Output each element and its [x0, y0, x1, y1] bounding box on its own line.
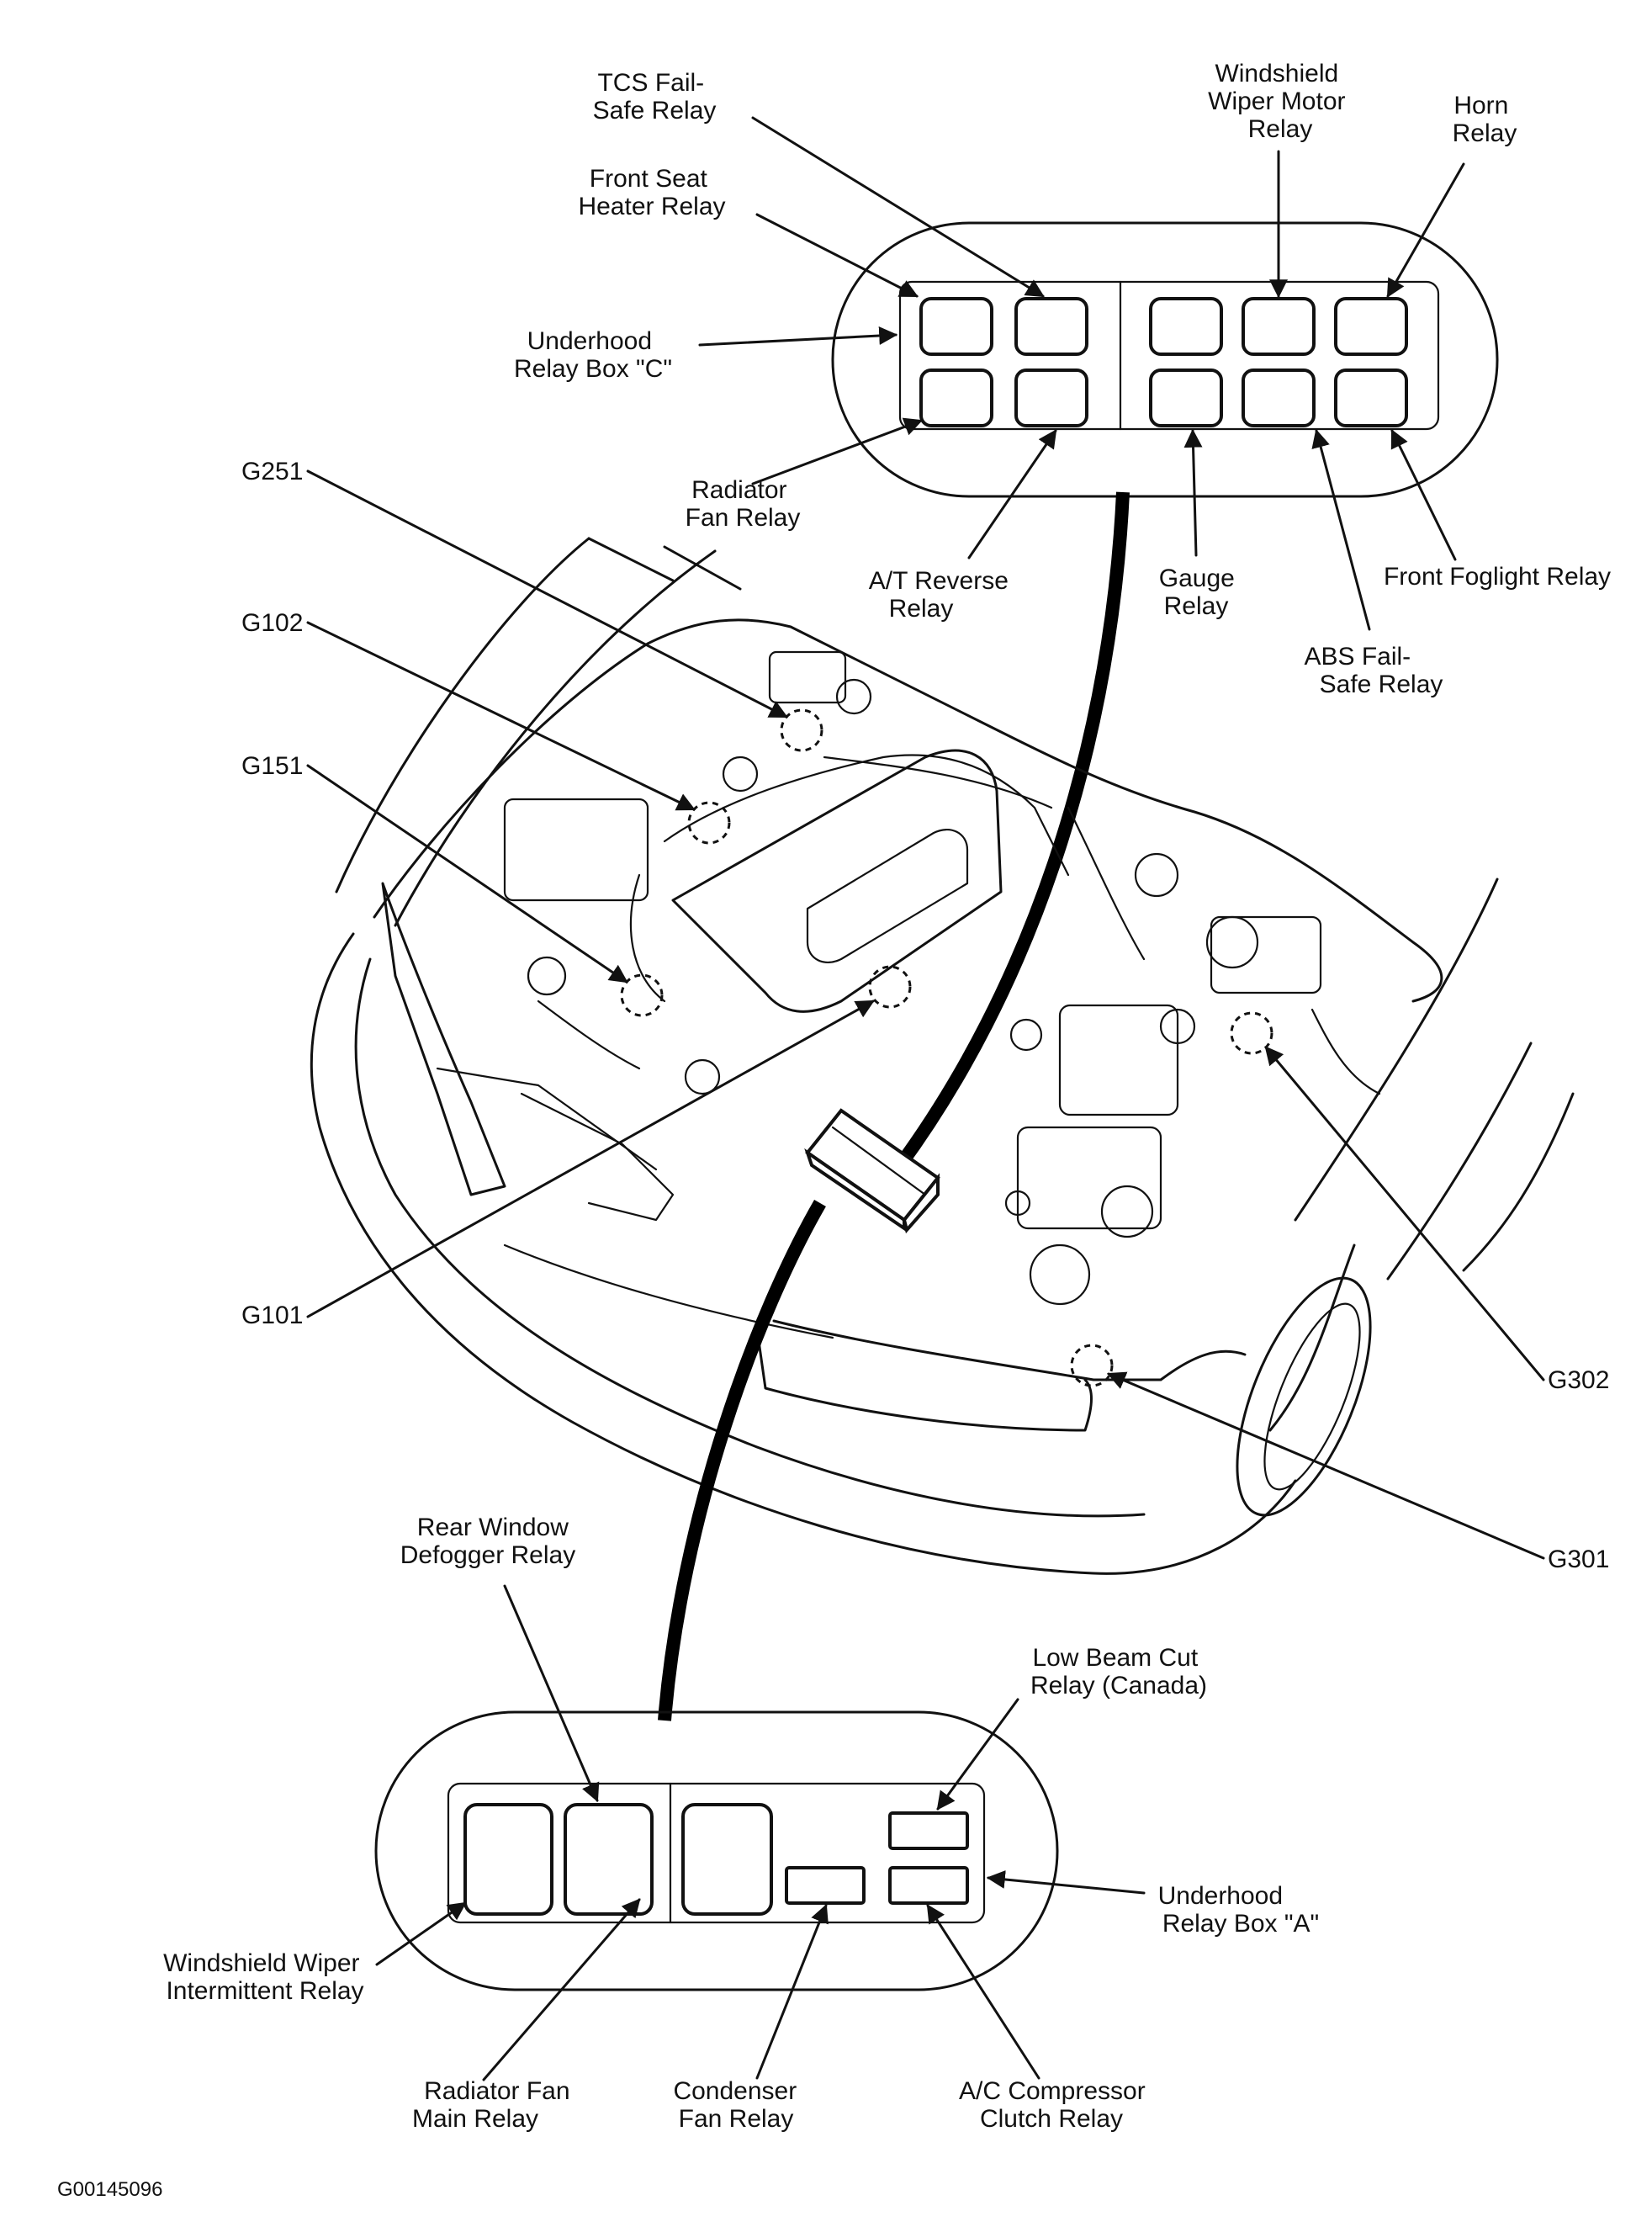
car-body	[310, 537, 1575, 1575]
label-abs-fail-safe-relay: ABS Fail- Safe Relay	[1304, 643, 1443, 698]
label-condenser-fan-relay: Condenser Fan Relay	[673, 2077, 803, 2133]
relay-box-a-inner-frame	[447, 1782, 986, 1924]
label-horn-relay: Horn Relay	[1453, 92, 1517, 147]
label-ac-compressor-clutch-relay: A/C Compressor Clutch Relay	[959, 2077, 1152, 2133]
label-ground-g101: G101	[241, 1302, 303, 1329]
label-windshield-wiper-motor-relay: Windshield Wiper Motor Relay	[1208, 60, 1353, 143]
label-tcs-fail-safe-relay: TCS Fail- Safe Relay	[593, 69, 717, 125]
label-ground-g302: G302	[1548, 1366, 1609, 1394]
relay-box-a-outline	[374, 1710, 1059, 1991]
harness-junction-block	[804, 1108, 940, 1234]
label-rear-window-defogger-relay: Rear Window Defogger Relay	[400, 1514, 575, 1569]
relay-box-c	[831, 221, 1499, 498]
label-underhood-relay-box-a: Underhood Relay Box "A"	[1158, 1882, 1320, 1938]
label-windshield-wiper-intermittent-relay: Windshield Wiper Intermittent Relay	[163, 1949, 367, 2005]
wire-harness-upper	[894, 491, 1130, 1169]
label-front-seat-heater-relay: Front Seat Heater Relay	[578, 165, 725, 220]
relay-slot	[919, 297, 1408, 427]
ground-location-marker	[620, 708, 1273, 1387]
label-ground-g151: G151	[241, 752, 303, 780]
label-underhood-relay-box-c: Underhood Relay Box "C"	[514, 327, 672, 383]
wire-harness-lower	[658, 1200, 826, 1721]
label-radiator-fan-main-relay: Radiator Fan Main Relay	[412, 2077, 577, 2133]
relay-box-c-outline	[831, 221, 1499, 498]
label-low-beam-cut-relay: Low Beam Cut Relay (Canada)	[1030, 1644, 1207, 1699]
figure-id: G00145096	[57, 2178, 162, 2201]
label-gauge-relay: Gauge Relay	[1159, 565, 1242, 620]
relay-box-c-inner-frame	[898, 280, 1440, 431]
label-ground-g102: G102	[241, 609, 303, 637]
label-at-reverse-relay: A/T Reverse Relay	[869, 567, 1016, 623]
label-radiator-fan-relay: Radiator Fan Relay	[686, 476, 801, 532]
leader-lines	[306, 116, 1545, 2081]
relay-box-a	[374, 1710, 1059, 1991]
label-ground-g251: G251	[241, 458, 303, 485]
relay-slot	[463, 1803, 969, 1916]
label-front-foglight-relay: Front Foglight Relay	[1384, 563, 1611, 591]
label-ground-g301: G301	[1548, 1546, 1609, 1573]
